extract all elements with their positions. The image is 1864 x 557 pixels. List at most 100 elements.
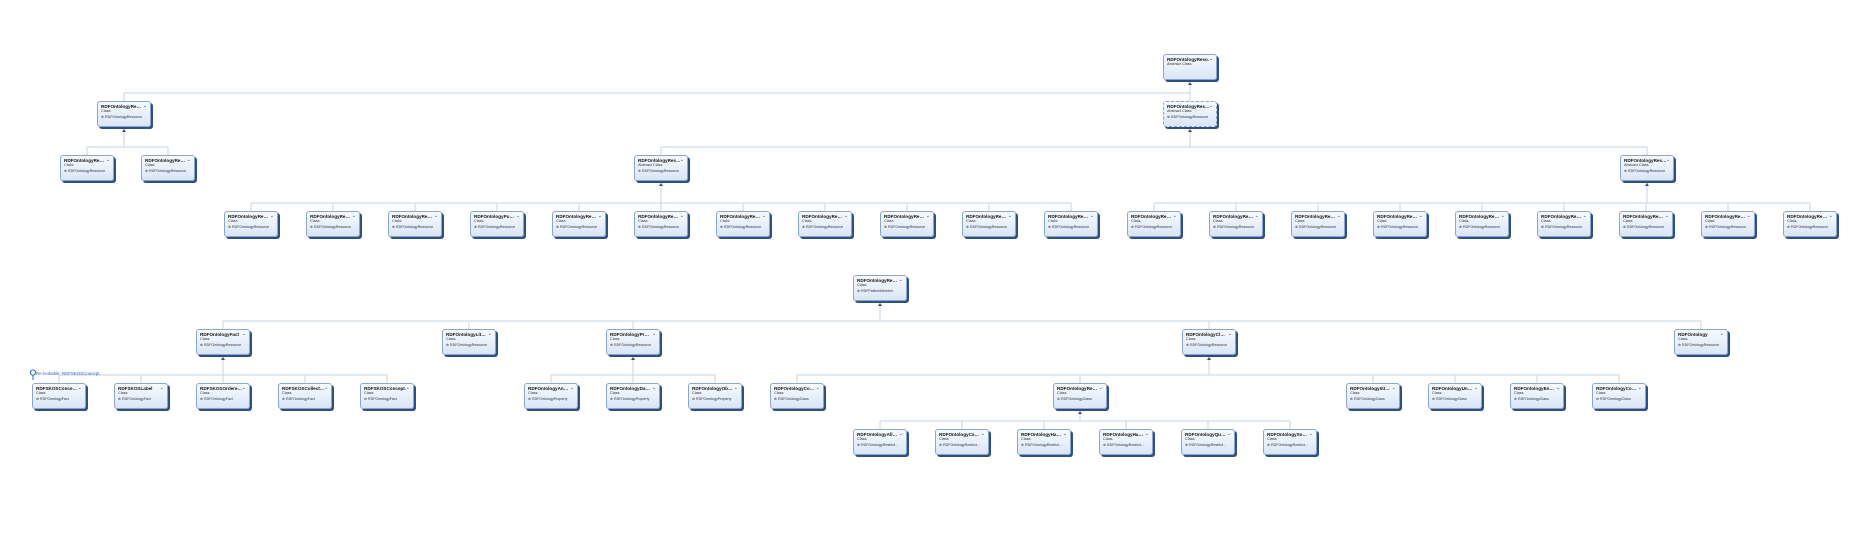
collapse-chevron-icon[interactable]: ⌄ <box>679 157 684 163</box>
collapse-chevron-icon[interactable]: ⌄ <box>1007 213 1012 219</box>
collapse-chevron-icon[interactable]: ⌄ <box>1746 213 1751 219</box>
collapse-chevron-icon[interactable]: ⌄ <box>351 213 356 219</box>
class-node[interactable]: RDFOntologyRe…Class⊕ RDFOntologyResource… <box>552 211 606 237</box>
class-node[interactable]: RDFOntologyRe…Class⊕ RDFOntologyResource… <box>388 211 442 237</box>
class-node[interactable]: RDFOntologyRe…Class⊕ RDFOntologyResource… <box>880 211 934 237</box>
class-node[interactable]: RDFOntologyRe…Class⊕ RDFOntologyResource… <box>1291 211 1345 237</box>
collapse-chevron-icon[interactable]: ⌄ <box>241 385 246 391</box>
class-node[interactable]: RDFSKOSCollect…Class⊕ RDFOntologyFact⌄ <box>278 383 332 409</box>
class-node[interactable]: RDFOntologyRe…Class⊕ RDFOntologyResource… <box>962 211 1016 237</box>
class-node[interactable]: RDFOntologyRe…Class⊕ RDFOntologyResource… <box>224 211 278 237</box>
collapse-chevron-icon[interactable]: ⌄ <box>1089 213 1094 219</box>
class-node[interactable]: RDFOntologyRes…Abstract Class⊕ RDFOntolo… <box>1163 101 1217 127</box>
collapse-chevron-icon[interactable]: ⌄ <box>1172 213 1177 219</box>
collapse-chevron-icon[interactable]: ⌄ <box>925 213 930 219</box>
collapse-chevron-icon[interactable]: ⌄ <box>1098 385 1103 391</box>
collapse-chevron-icon[interactable]: ⌄ <box>433 213 438 219</box>
collapse-chevron-icon[interactable]: ⌄ <box>1226 431 1231 437</box>
collapse-chevron-icon[interactable]: ⌄ <box>1227 331 1232 337</box>
class-node[interactable]: RDFOntologyRe…Class⊕ RDFOntologyResource… <box>1783 211 1837 237</box>
collapse-chevron-icon[interactable]: ⌄ <box>1144 431 1149 437</box>
collapse-chevron-icon[interactable]: ⌄ <box>105 157 110 163</box>
collapse-chevron-icon[interactable]: ⌄ <box>269 213 274 219</box>
collapse-chevron-icon[interactable]: ⌄ <box>515 213 520 219</box>
collapse-chevron-icon[interactable]: ⌄ <box>405 385 410 391</box>
collapse-chevron-icon[interactable]: ⌄ <box>843 213 848 219</box>
collapse-chevron-icon[interactable]: ⌄ <box>980 431 985 437</box>
class-node[interactable]: RDFOntologyAn…Class⊕ RDFOntologyProperty… <box>524 383 578 409</box>
class-node[interactable]: RDFOntologyRe…Class⊕ RDFOntologyResource… <box>306 211 360 237</box>
class-node[interactable]: RDFOntologyRe…Class⊕ RDFOntologyResource… <box>1455 211 1509 237</box>
class-node[interactable]: RDFOntologyRe…Class⊕ RDFOntologyResource… <box>1373 211 1427 237</box>
class-node[interactable]: RDFOntologyCl…Class⊕ RDFOntologyResource… <box>1182 329 1236 355</box>
class-node[interactable]: RDFOntologyRe…Class⊕ RDFOntologyResource… <box>1619 211 1673 237</box>
collapse-chevron-icon[interactable]: ⌄ <box>1828 213 1833 219</box>
collapse-chevron-icon[interactable]: ⌄ <box>1254 213 1259 219</box>
collapse-chevron-icon[interactable]: ⌄ <box>323 385 328 391</box>
class-node[interactable]: RDFOntologyRe…Class⊕ RDFPatternMember⌄ <box>853 275 907 301</box>
class-node[interactable]: RDFOntologyPr…Class⊕ RDFOntologyResource… <box>606 329 660 355</box>
class-node[interactable]: RDFOntologyLit…Class⊕ RDFOntologyResourc… <box>442 329 496 355</box>
class-node[interactable]: RDFOntologyRe…Class⊕ RDFOntologyResource… <box>141 155 195 181</box>
collapse-chevron-icon[interactable]: ⌄ <box>1208 103 1213 109</box>
class-node[interactable]: RDFOntologyRes…Abstract Class⊕ RDFOntolo… <box>634 155 688 181</box>
collapse-chevron-icon[interactable]: ⌄ <box>733 385 738 391</box>
class-node[interactable]: RDFOntologyRe…Class⊕ RDFOntologyResource… <box>1044 211 1098 237</box>
collapse-chevron-icon[interactable]: ⌄ <box>1418 213 1423 219</box>
collapse-chevron-icon[interactable]: ⌄ <box>761 213 766 219</box>
collapse-chevron-icon[interactable]: ⌄ <box>815 385 820 391</box>
collapse-chevron-icon[interactable]: ⌄ <box>1500 213 1505 219</box>
collapse-chevron-icon[interactable]: ⌄ <box>1665 157 1670 163</box>
class-node[interactable]: RDFOntologyRe…Class⊕ RDFOntologyResource… <box>1209 211 1263 237</box>
class-node[interactable]: RDFOntologyEn…Class⊕ RDFOntologyClass⌄ <box>1510 383 1564 409</box>
collapse-chevron-icon[interactable]: ⌄ <box>1719 331 1724 337</box>
collapse-chevron-icon[interactable]: ⌄ <box>1473 385 1478 391</box>
collapse-chevron-icon[interactable]: ⌄ <box>487 331 492 337</box>
collapse-chevron-icon[interactable]: ⌄ <box>1664 213 1669 219</box>
class-node[interactable]: RDFSKOSOrdere…Class⊕ RDFOntologyFact⌄ <box>196 383 250 409</box>
class-node[interactable]: RDFOntologyHa…Class⊕ RDFOntologyRestrict… <box>1017 429 1071 455</box>
class-node[interactable]: RDFOntologyQu…Class⊕ RDFOntologyRestrict… <box>1181 429 1235 455</box>
class-node[interactable]: RDFOntologyRe…Class⊕ RDFOntologyResource… <box>798 211 852 237</box>
class-node[interactable]: RDFOntologyRes…Abstract Class⊕ RDFOntolo… <box>1620 155 1674 181</box>
collapse-chevron-icon[interactable]: ⌄ <box>142 103 147 109</box>
collapse-chevron-icon[interactable]: ⌄ <box>898 431 903 437</box>
collapse-chevron-icon[interactable]: ⌄ <box>1062 431 1067 437</box>
class-node[interactable]: RDFOntologyHa…Class⊕ RDFOntologyRestrict… <box>1099 429 1153 455</box>
collapse-chevron-icon[interactable]: ⌄ <box>679 213 684 219</box>
collapse-chevron-icon[interactable]: ⌄ <box>651 331 656 337</box>
collapse-chevron-icon[interactable]: ⌄ <box>1637 385 1642 391</box>
collapse-chevron-icon[interactable]: ⌄ <box>1582 213 1587 219</box>
collapse-chevron-icon[interactable]: ⌄ <box>1308 431 1313 437</box>
class-node[interactable]: RDFOntologyRe…Class⊕ RDFOntologyResource… <box>1127 211 1181 237</box>
collapse-chevron-icon[interactable]: ⌄ <box>1208 56 1213 62</box>
class-node[interactable]: RDFOntologySo…Class⊕ RDFOntologyRestrict… <box>1263 429 1317 455</box>
class-node[interactable]: RDFOntologyRe…Class⊕ RDFOntologyResource… <box>716 211 770 237</box>
collapse-chevron-icon[interactable]: ⌄ <box>186 157 191 163</box>
class-node[interactable]: RDFOntologyAll…Class⊕ RDFOntologyRestric… <box>853 429 907 455</box>
collapse-chevron-icon[interactable]: ⌄ <box>597 213 602 219</box>
class-node[interactable]: RDFOntologyRe…Class⊕ RDFOntologyResource… <box>1537 211 1591 237</box>
class-node[interactable]: RDFOntologyCa…Class⊕ RDFOntologyRestrict… <box>935 429 989 455</box>
class-node[interactable]: RDFOntologyInt…Class⊕ RDFOntologyClass⌄ <box>1346 383 1400 409</box>
class-node[interactable]: RDFSKOSConce…Class⊕ RDFOntologyFact⌄ <box>32 383 86 409</box>
class-node[interactable]: RDFOntologyDa…Class⊕ RDFOntologyProperty… <box>606 383 660 409</box>
collapse-chevron-icon[interactable]: ⌄ <box>569 385 574 391</box>
collapse-chevron-icon[interactable]: ⌄ <box>1336 213 1341 219</box>
collapse-chevron-icon[interactable]: ⌄ <box>651 385 656 391</box>
class-node[interactable]: RDFSKOSConcept…Class⊕ RDFOntologyFact⌄ <box>360 383 414 409</box>
class-node[interactable]: RDFOntologyPu…Class⊕ RDFOntologyResource… <box>470 211 524 237</box>
class-node[interactable]: RDFOntologyUn…Class⊕ RDFOntologyClass⌄ <box>1428 383 1482 409</box>
class-node[interactable]: RDFOntologyRe…Class⊕ RDFOntologyResource… <box>97 101 151 127</box>
class-node[interactable]: RDFOntologyRe…Class⊕ RDFOntologyResource… <box>634 211 688 237</box>
class-node[interactable]: RDFOntologyCo…Class⊕ RDFOntologyClass⌄ <box>1592 383 1646 409</box>
class-node[interactable]: RDFOntologyReso…Abstract Class⌄ <box>1163 54 1217 80</box>
collapse-chevron-icon[interactable]: ⌄ <box>77 385 82 391</box>
class-node[interactable]: RDFOntologyRe…Class⊕ RDFOntologyResource… <box>1701 211 1755 237</box>
collapse-chevron-icon[interactable]: ⌄ <box>898 277 903 283</box>
collapse-chevron-icon[interactable]: ⌄ <box>1555 385 1560 391</box>
class-node[interactable]: RDFOntologyOb…Class⊕ RDFOntologyProperty… <box>688 383 742 409</box>
class-node[interactable]: RDFOntologyRe…Class⊕ RDFOntologyResource… <box>60 155 114 181</box>
